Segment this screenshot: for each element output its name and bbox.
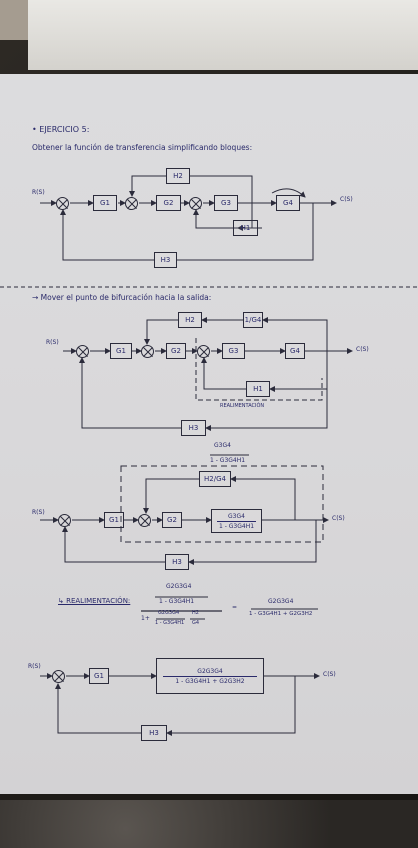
d3-top-denominator: 1 - G3G4H1 [210, 457, 246, 464]
d4-output-label: C(S) [323, 671, 336, 678]
d1-block-g4: G4 [276, 195, 300, 211]
fabric-background [0, 800, 418, 848]
d3-frac-numerator: G3G4 [228, 512, 245, 520]
d3-summing-junction-2 [138, 514, 151, 527]
d1-summing-junction-2 [125, 197, 138, 210]
eq-inner-denominator: 1 - G3G4H1 [155, 620, 185, 626]
d2-block-g3: G3 [222, 343, 245, 359]
eq-main-numerator-top: G2G3G4 [166, 583, 192, 590]
d3-block-g1: G1 [104, 512, 124, 528]
exercise-title: • EJERCICIO 5: [32, 125, 90, 134]
d4-frac-denominator: 1 - G3G4H1 + G2G3H2 [175, 677, 245, 685]
equation-label: ↳ REALIMENTACIÓN: [58, 597, 131, 605]
diagram3-wires [40, 465, 329, 565]
d4-input-label: R(S) [28, 663, 41, 670]
background-paper-sheet [28, 0, 418, 70]
d3-frac-denominator: 1 - G3G4H1 [218, 522, 255, 530]
background-paper-corner [0, 0, 28, 40]
d2-block-h2: H2 [178, 312, 202, 328]
d2-block-h1: H1 [246, 381, 270, 397]
d3-block-g2: G2 [162, 512, 182, 528]
diagram4-wires [40, 673, 320, 736]
d1-block-h1: H1 [233, 220, 258, 236]
d1-block-h2: H2 [166, 168, 190, 184]
d1-block-h3: H3 [154, 252, 177, 268]
task-statement: Obtener la función de transferencia simp… [32, 143, 253, 152]
d2-block-g1: G1 [110, 343, 132, 359]
d1-output-label: C(S) [340, 196, 353, 203]
d3-top-numerator: G3G4 [214, 442, 231, 449]
eq-result-numerator: G2G3G4 [268, 598, 294, 605]
d2-summing-junction-1 [76, 345, 89, 358]
d1-block-g3: G3 [214, 195, 238, 211]
d2-input-label: R(S) [46, 339, 59, 346]
d2-feedback-label: REALIMENTACIÓN [220, 403, 265, 409]
d3-output-label: C(S) [332, 515, 345, 522]
d1-summing-junction-1 [56, 197, 69, 210]
eq-equals: = [232, 604, 238, 611]
d2-output-label: C(S) [356, 346, 369, 353]
eq-inner-numerator: G2G3G4 [158, 610, 180, 616]
step1-instruction: → Mover el punto de bifurcación hacia la… [32, 293, 212, 302]
d3-summing-junction-1 [58, 514, 71, 527]
eq-g4: G4 [192, 620, 200, 626]
eq-one-plus: 1+ [141, 615, 150, 622]
d2-summing-junction-3 [197, 345, 210, 358]
d2-summing-junction-2 [141, 345, 154, 358]
eq-main-numerator-bottom: 1 - G3G4H1 [159, 598, 195, 605]
d4-summing-junction [52, 670, 65, 683]
d1-summing-junction-3 [189, 197, 202, 210]
diagram1-wires [40, 175, 337, 261]
diagram2-wires [63, 317, 353, 431]
d3-block-h3: H3 [165, 554, 189, 570]
d3-input-label: R(S) [32, 509, 45, 516]
d2-block-1-over-g4: 1/G4 [243, 312, 263, 328]
d1-block-g2: G2 [156, 195, 181, 211]
d4-block-g1: G1 [89, 668, 109, 684]
d3-block-closed-loop-g3g4: G3G4 1 - G3G4H1 [211, 509, 262, 533]
d4-frac-numerator: G2G3G4 [197, 667, 223, 675]
notebook-page [0, 74, 418, 794]
d2-block-g2: G2 [166, 343, 186, 359]
d2-block-h3: H3 [181, 420, 206, 436]
d3-block-h2-over-g4: H2/G4 [199, 471, 231, 487]
d2-block-g4: G4 [285, 343, 305, 359]
d1-input-label: R(S) [32, 189, 45, 196]
eq-h2: H2 [192, 610, 199, 616]
d4-block-simplified: G2G3G4 1 - G3G4H1 + G2G3H2 [156, 658, 264, 694]
eq-result-denominator: 1 - G3G4H1 + G2G3H2 [249, 611, 313, 617]
d1-block-g1: G1 [93, 195, 117, 211]
d4-block-h3: H3 [141, 725, 167, 741]
